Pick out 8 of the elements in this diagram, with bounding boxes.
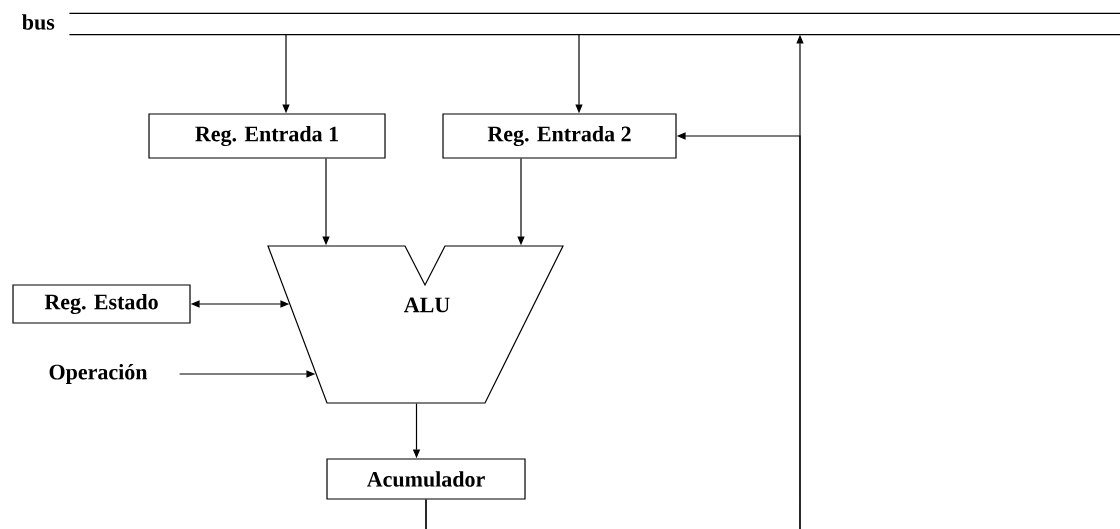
arrow xyxy=(425,132,801,529)
alu-trapezoid: ALU xyxy=(267,245,564,404)
register-box: Acumulador xyxy=(326,458,526,500)
register-box: Reg. Estado xyxy=(12,284,191,324)
input-label: Operación xyxy=(49,364,148,384)
register-box: Reg. Entrada 2 xyxy=(442,113,677,159)
register-box: Reg. Entrada 1 xyxy=(148,113,386,159)
bus-line: bus xyxy=(22,12,1120,36)
